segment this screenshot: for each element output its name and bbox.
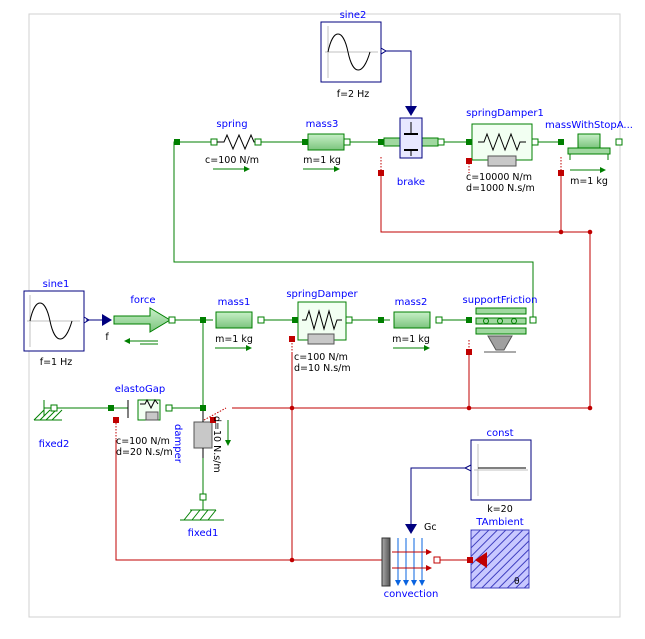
mass3-label: mass3 xyxy=(306,119,339,130)
massWithStop-block[interactable]: massWithStopA... m=1 kg xyxy=(545,120,633,187)
spring-left-flange xyxy=(174,139,180,145)
sine2-param: f=2 Hz xyxy=(337,89,370,100)
TAmbient-block[interactable]: TAmbient θ xyxy=(467,517,530,589)
const-to-convection-signal xyxy=(410,467,465,524)
damper-label: damper xyxy=(172,424,183,464)
sine2-label: sine2 xyxy=(340,10,367,21)
sine1-param: f=1 Hz xyxy=(40,357,73,368)
junction-dots xyxy=(289,229,593,563)
springDamper-param2: d=10 N.s/m xyxy=(294,363,351,374)
supportFriction-label: supportFriction xyxy=(463,295,538,306)
fixed2-label: fixed2 xyxy=(39,439,70,450)
spring-label: spring xyxy=(216,119,247,130)
spring-block[interactable]: spring c=100 N/m xyxy=(205,119,262,172)
elastoGap-param2: d=20 N.s/m xyxy=(116,447,173,458)
elastoGap-block[interactable]: elastoGap c=100 N/m d=20 N.s/m xyxy=(108,384,173,458)
mass2-label: mass2 xyxy=(395,297,428,308)
springDamper1-label: springDamper1 xyxy=(466,108,544,119)
massWithStop-label: massWithStopA... xyxy=(545,120,633,131)
elastoGap-label: elastoGap xyxy=(115,384,166,395)
heat-lines xyxy=(115,173,591,561)
fixed1-label: fixed1 xyxy=(188,528,219,539)
mass3-param: m=1 kg xyxy=(303,155,341,166)
TAmbient-label: TAmbient xyxy=(475,517,524,528)
sine1-block[interactable]: sine1 f=1 Hz xyxy=(23,279,90,368)
springDamper-block[interactable]: springDamper c=100 N/m d=10 N.s/m xyxy=(286,289,358,374)
const-param: k=20 xyxy=(487,504,513,515)
damper-block[interactable]: damper d=10 N.s/m xyxy=(172,405,231,501)
sine1-label: sine1 xyxy=(43,279,70,290)
massWithStop-param: m=1 kg xyxy=(570,176,608,187)
mass1-param: m=1 kg xyxy=(215,334,253,345)
elastoGap-param1: c=100 N/m xyxy=(116,436,170,447)
mass2-param: m=1 kg xyxy=(392,334,430,345)
fixed1-block[interactable]: fixed1 xyxy=(180,500,224,539)
supportFriction-block[interactable]: supportFriction xyxy=(463,295,538,355)
springDamper1-param1: c=10000 N/m xyxy=(466,172,532,183)
force-label: force xyxy=(130,295,155,306)
fixed2-block[interactable]: fixed2 xyxy=(33,400,70,450)
TAmbient-corner-symbol: θ xyxy=(514,577,520,587)
springDamper1-param2: d=1000 N.s/m xyxy=(466,183,535,194)
sine2-to-brake-signal xyxy=(386,50,412,106)
mass1-block[interactable]: mass1 m=1 kg xyxy=(200,297,265,351)
const-label: const xyxy=(486,428,513,439)
mass2-block[interactable]: mass2 m=1 kg xyxy=(378,297,443,351)
sine2-block[interactable]: sine2 f=2 Hz xyxy=(320,10,387,100)
brake-block[interactable]: brake xyxy=(378,106,445,188)
mass1-label: mass1 xyxy=(218,297,251,308)
damper-param: d=10 N.s/m xyxy=(211,416,222,473)
springDamper-label: springDamper xyxy=(286,289,358,300)
brake-label: brake xyxy=(397,177,425,188)
convection-port-label: Gc xyxy=(424,522,437,533)
force-port-label: f xyxy=(105,332,109,343)
const-block[interactable]: const k=20 xyxy=(463,428,532,515)
mass3-block[interactable]: mass3 m=1 kg xyxy=(302,119,351,172)
springDamper-param1: c=100 N/m xyxy=(294,352,348,363)
convection-label: convection xyxy=(384,589,439,600)
spring-param: c=100 N/m xyxy=(205,155,259,166)
convection-block[interactable]: Gc convection xyxy=(381,522,441,600)
springDamper1-block[interactable]: springDamper1 c=10000 N/m d=1000 N.s/m xyxy=(466,108,544,194)
force-block[interactable]: force f xyxy=(102,295,176,345)
